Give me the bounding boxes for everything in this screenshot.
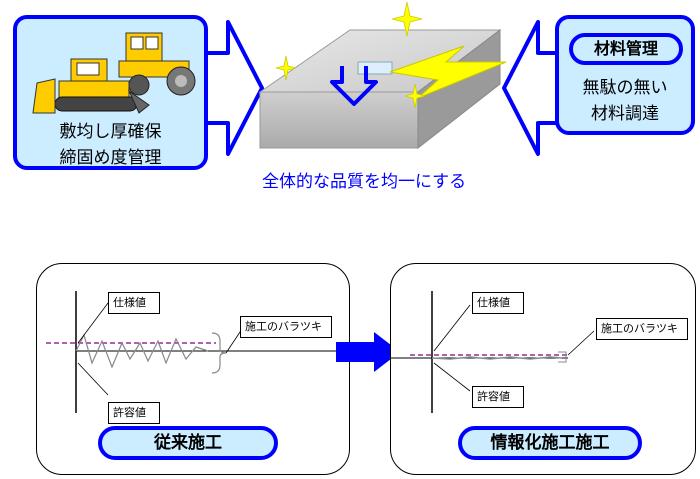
left-spec-label: 仕様値 [108, 292, 160, 314]
construction-machinery-illustration [32, 32, 196, 114]
sparkle-icon [275, 1, 426, 109]
down-arrow-icon [330, 66, 378, 106]
right-arrow-icon [336, 332, 400, 372]
conventional-variation-diagram [46, 291, 350, 413]
right-callout-line1: 無駄の無い [582, 78, 668, 98]
right-to-center-arrow [502, 20, 558, 156]
material-management-badge: 材料管理 [569, 33, 683, 65]
left-to-center-arrow [208, 20, 264, 156]
left-callout-text: 敷均し厚確保 締固め度管理 [17, 119, 204, 171]
right-spec-label: 仕様値 [472, 292, 524, 314]
pavement-slab-illustration [258, 1, 507, 150]
right-callout-text: 無駄の無い 材料調達 [559, 75, 691, 127]
right-variation-label: 施工のバラツキ [596, 318, 688, 340]
left-callout-line2: 締固め度管理 [59, 148, 162, 168]
ict-construction-title: 情報化施工施工 [458, 426, 642, 460]
right-callout: 材料管理 無駄の無い 材料調達 [555, 15, 695, 135]
center-caption: 全体的な品質を均一にする [262, 172, 467, 192]
left-callout-line1: 敷均し厚確保 [59, 122, 162, 142]
left-variation-label: 施工のバラツキ [240, 316, 332, 338]
bulldozer-icon [32, 58, 150, 114]
conventional-construction-title: 従来施工 [98, 426, 278, 460]
lightning-icon [389, 45, 507, 99]
right-tolerance-label: 許容値 [472, 386, 524, 408]
left-tolerance-label: 許容値 [108, 402, 160, 424]
left-callout: 敷均し厚確保 締固め度管理 [13, 15, 208, 170]
right-callout-line2: 材料調達 [591, 104, 659, 124]
ict-variation-diagram [390, 291, 595, 413]
ict-construction-panel [390, 263, 696, 475]
road-roller-icon [118, 32, 196, 96]
